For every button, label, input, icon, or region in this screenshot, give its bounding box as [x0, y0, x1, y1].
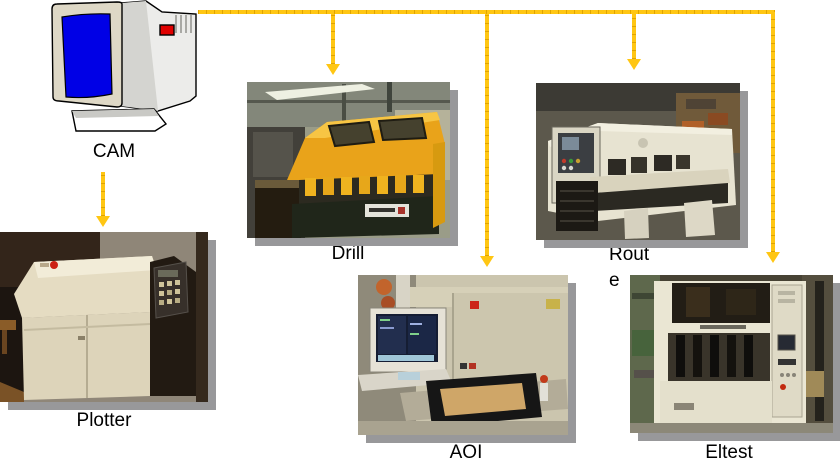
plotter-label: Plotter — [76, 410, 132, 431]
desktop-computer-icon — [51, 0, 197, 132]
photoplotter-machine-photo — [0, 232, 208, 402]
aoi-machine-photo — [358, 275, 568, 435]
connector-cam-to-plotter-line — [101, 172, 105, 216]
eltest-label: Eltest — [705, 442, 753, 463]
arrowhead-aoi — [480, 256, 494, 267]
electrical-test-machine-photo — [630, 275, 833, 433]
connector-cam-to-route-line — [632, 14, 636, 59]
arrowhead-drill — [326, 64, 340, 75]
route-label-line2: e — [609, 270, 620, 291]
routing-machine-photo — [536, 83, 740, 240]
connector-cam-to-drill-line — [331, 14, 335, 64]
aoi-label: AOI — [449, 442, 483, 463]
connector-cam-to-aoi-line — [485, 14, 489, 256]
connector-cam-to-eltest-line — [771, 12, 775, 252]
route-label: Rout e — [609, 242, 689, 294]
drill-label: Drill — [331, 243, 365, 264]
drill-machine-photo — [247, 82, 450, 238]
arrowhead-plotter — [96, 216, 110, 227]
route-label-line1: Rout — [609, 244, 650, 265]
arrowhead-eltest — [766, 252, 780, 263]
connector-cam-bus-line — [198, 10, 775, 14]
arrowhead-route — [627, 59, 641, 70]
cam-label: CAM — [92, 141, 136, 162]
